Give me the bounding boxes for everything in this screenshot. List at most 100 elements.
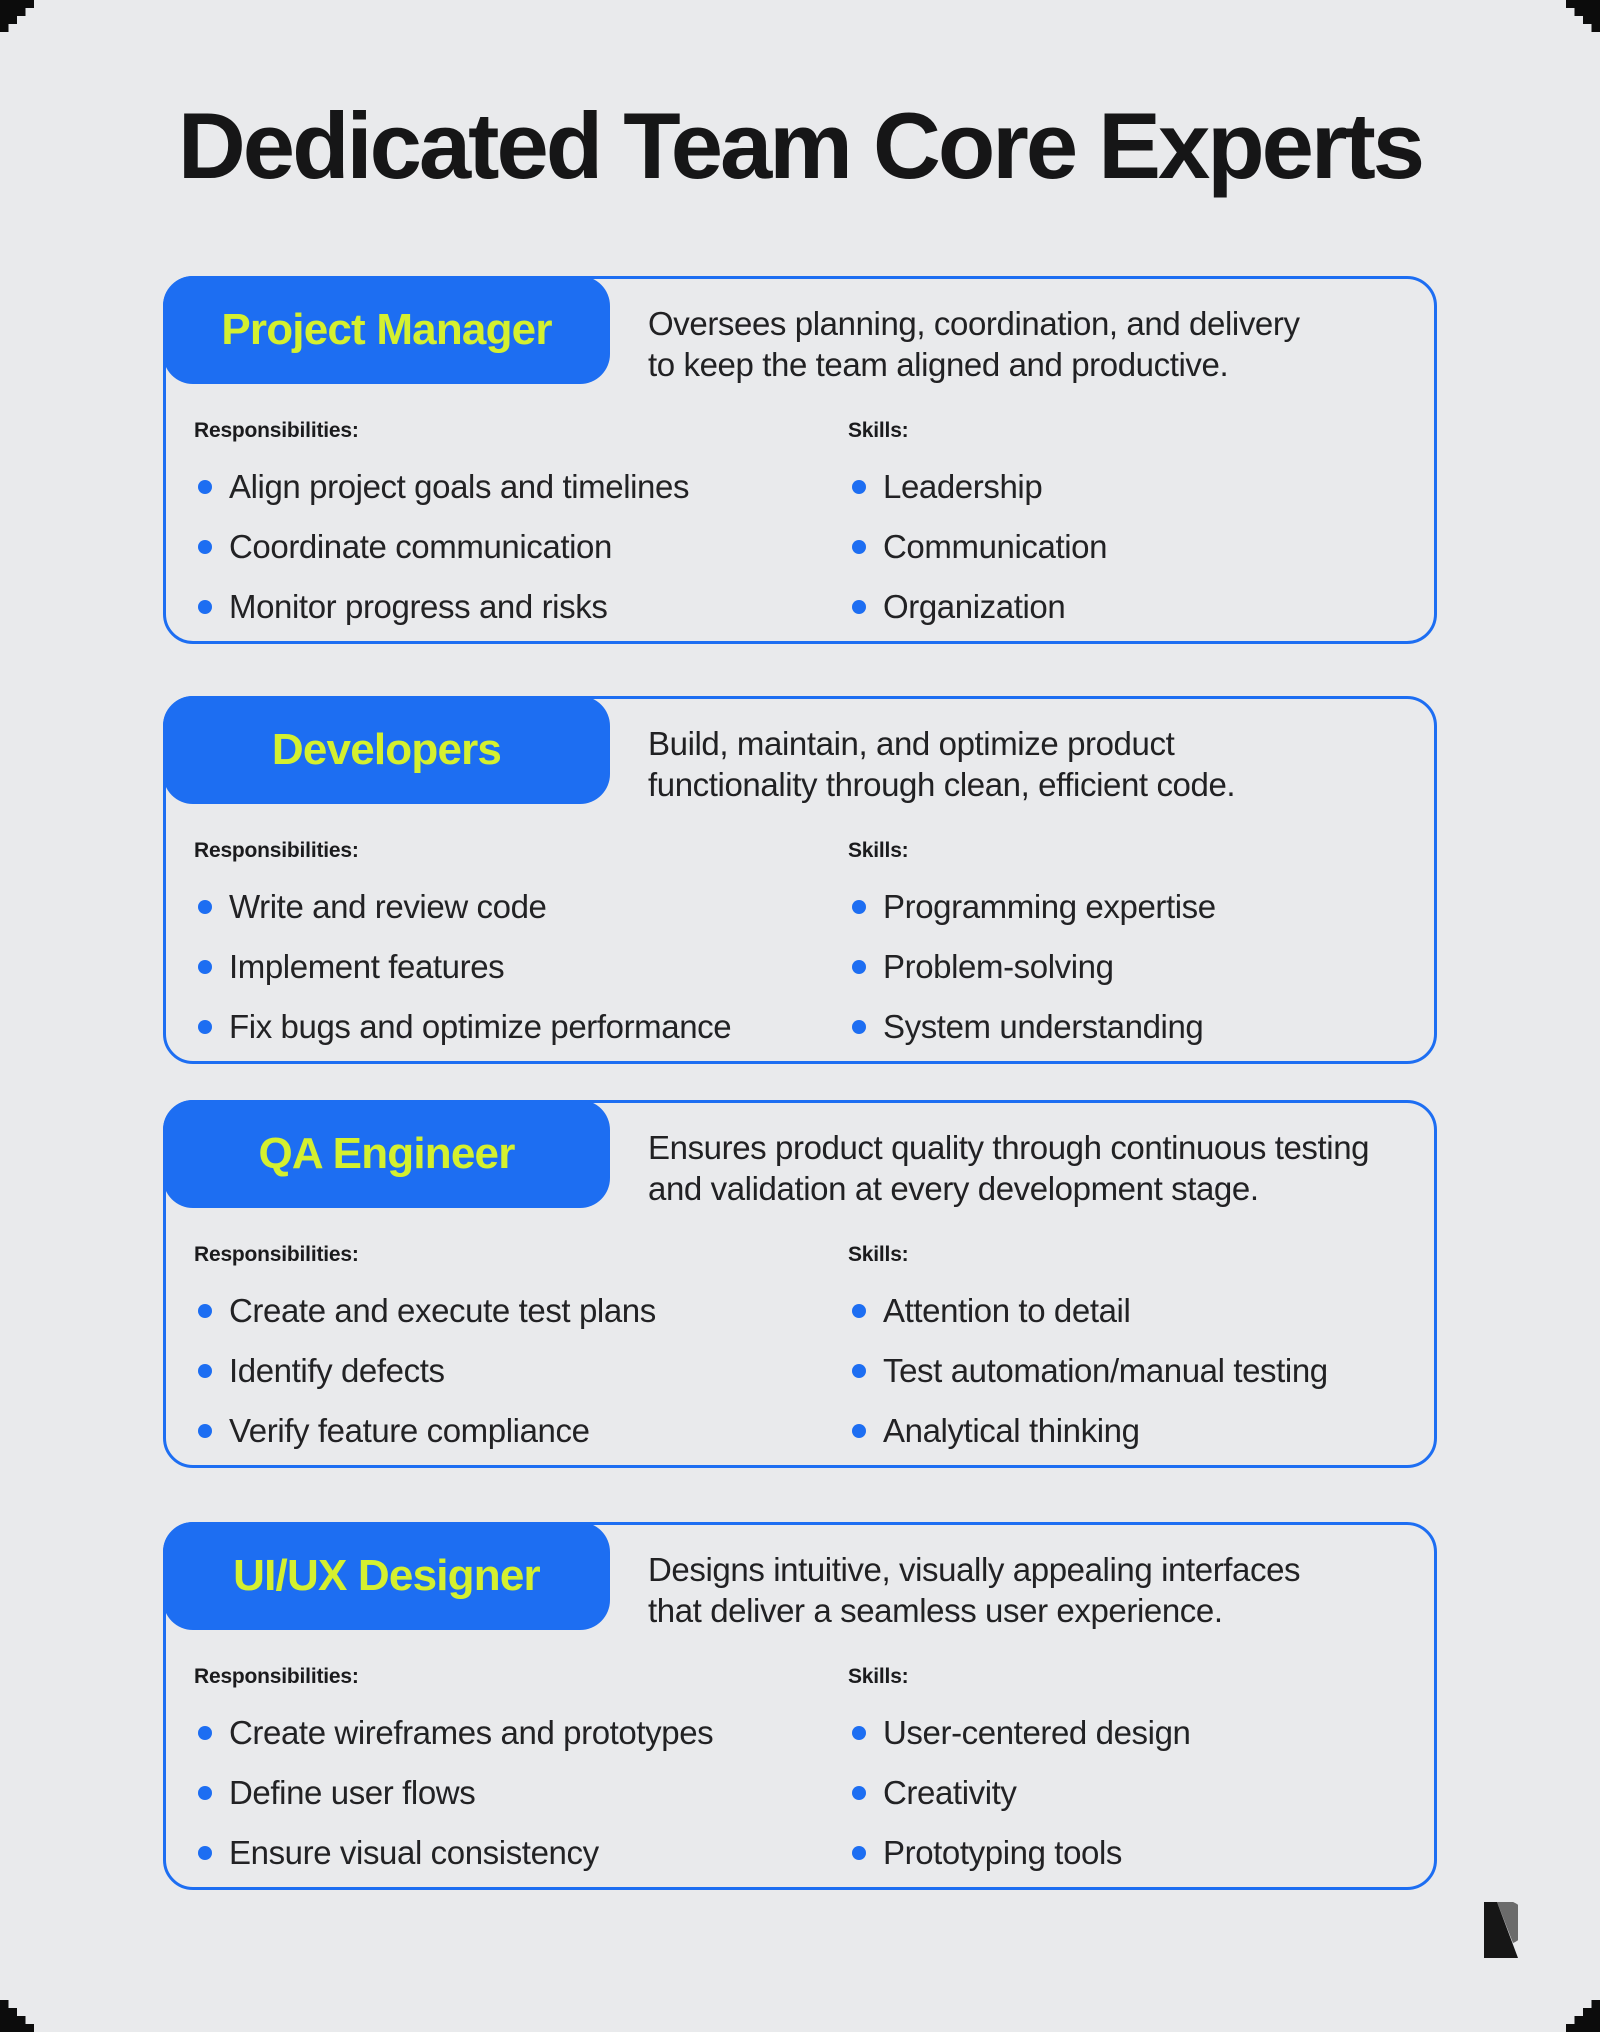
bullet-dot-icon — [198, 1020, 212, 1034]
list-item: Programming expertise — [848, 888, 1410, 926]
role-description: Oversees planning, coordination, and del… — [648, 305, 1300, 383]
bullet-dot-icon — [198, 1786, 212, 1800]
list-item: Analytical thinking — [848, 1412, 1410, 1450]
bullet-dot-icon — [198, 600, 212, 614]
responsibilities-column: Responsibilities: Create wireframes and … — [194, 1665, 848, 1894]
skills-label: Skills: — [848, 839, 909, 862]
list-item: Ensure visual consistency — [194, 1834, 848, 1872]
list-item-text: Test automation/manual testing — [883, 1352, 1328, 1389]
list-item-text: System understanding — [883, 1008, 1204, 1045]
list-item-text: Fix bugs and optimize performance — [229, 1008, 732, 1045]
pixel-corner-top-left-icon — [0, 0, 34, 32]
skills-label: Skills: — [848, 1665, 909, 1688]
list-item: Monitor progress and risks — [194, 588, 848, 626]
responsibilities-label: Responsibilities: — [194, 1243, 359, 1266]
bullet-dot-icon — [198, 900, 212, 914]
list-item-text: Monitor progress and risks — [229, 588, 608, 625]
list-item: Prototyping tools — [848, 1834, 1410, 1872]
list-item: Coordinate communication — [194, 528, 848, 566]
role-card: QA Engineer Ensures product quality thro… — [163, 1100, 1437, 1468]
list-item: User-centered design — [848, 1714, 1410, 1752]
bullet-dot-icon — [198, 1304, 212, 1318]
role-description: Ensures product quality through continuo… — [648, 1129, 1370, 1207]
list-item-text: Analytical thinking — [883, 1412, 1140, 1449]
skills-label: Skills: — [848, 1243, 909, 1266]
list-item: Test automation/manual testing — [848, 1352, 1410, 1390]
list-item-text: Leadership — [883, 468, 1043, 505]
list-item: Create and execute test plans — [194, 1292, 848, 1330]
card-body: Responsibilities: Create and execute tes… — [194, 1243, 1410, 1472]
bullet-dot-icon — [852, 1020, 866, 1034]
list-item-text: Write and review code — [229, 888, 547, 925]
list-item-text: Ensure visual consistency — [229, 1834, 599, 1871]
responsibilities-column: Responsibilities: Align project goals an… — [194, 419, 848, 648]
list-item: Implement features — [194, 948, 848, 986]
list-item: Communication — [848, 528, 1410, 566]
role-description: Designs intuitive, visually appealing in… — [648, 1551, 1301, 1629]
list-item: Define user flows — [194, 1774, 848, 1812]
list-item: Write and review code — [194, 888, 848, 926]
list-item: Verify feature compliance — [194, 1412, 848, 1450]
role-card: Developers Build, maintain, and optimize… — [163, 696, 1437, 1064]
responsibilities-column: Responsibilities: Create and execute tes… — [194, 1243, 848, 1472]
list-item: Align project goals and timelines — [194, 468, 848, 506]
bullet-dot-icon — [198, 480, 212, 494]
bullet-dot-icon — [198, 1424, 212, 1438]
bullet-dot-icon — [198, 1726, 212, 1740]
letter-r-logo-icon — [1484, 1902, 1518, 1958]
list-item-text: Implement features — [229, 948, 505, 985]
list-item: Create wireframes and prototypes — [194, 1714, 848, 1752]
list-item-text: Define user flows — [229, 1774, 476, 1811]
page-title: Dedicated Team Core Experts — [177, 93, 1425, 198]
bullet-dot-icon — [198, 1364, 212, 1378]
list-item: Organization — [848, 588, 1410, 626]
pixel-corner-bottom-left-icon — [0, 2000, 34, 2032]
role-badge: Project Manager — [163, 276, 610, 384]
bullet-dot-icon — [852, 1364, 866, 1378]
list-item-text: Communication — [883, 528, 1108, 565]
list-item: Fix bugs and optimize performance — [194, 1008, 848, 1046]
bullet-dot-icon — [852, 960, 866, 974]
list-item-text: Programming expertise — [883, 888, 1216, 925]
role-description: Build, maintain, and optimize product fu… — [648, 725, 1236, 803]
list-item-text: Prototyping tools — [883, 1834, 1123, 1871]
role-card: UI/UX Designer Designs intuitive, visual… — [163, 1522, 1437, 1890]
role-badge: UI/UX Designer — [163, 1522, 610, 1630]
list-item-text: Coordinate communication — [229, 528, 612, 565]
list-item: Creativity — [848, 1774, 1410, 1812]
list-item-text: Problem-solving — [883, 948, 1114, 985]
pixel-corner-top-right-icon — [1566, 0, 1600, 32]
list-item-text: Attention to detail — [883, 1292, 1131, 1329]
role-title: UI/UX Designer — [233, 1551, 540, 1600]
role-card: Project Manager Oversees planning, coord… — [163, 276, 1437, 644]
role-badge: QA Engineer — [163, 1100, 610, 1208]
bullet-dot-icon — [852, 900, 866, 914]
bullet-dot-icon — [852, 1846, 866, 1860]
role-badge: Developers — [163, 696, 610, 804]
list-item-text: Identify defects — [229, 1352, 445, 1389]
responsibilities-label: Responsibilities: — [194, 1665, 359, 1688]
skills-label: Skills: — [848, 419, 909, 442]
list-item-text: Align project goals and timelines — [229, 468, 690, 505]
bullet-dot-icon — [852, 480, 866, 494]
bullet-dot-icon — [852, 540, 866, 554]
list-item: Problem-solving — [848, 948, 1410, 986]
role-title: Project Manager — [221, 305, 552, 354]
bullet-dot-icon — [198, 1846, 212, 1860]
responsibilities-label: Responsibilities: — [194, 839, 359, 862]
list-item: Leadership — [848, 468, 1410, 506]
list-item-text: Organization — [883, 588, 1066, 625]
role-title: Developers — [271, 725, 502, 774]
